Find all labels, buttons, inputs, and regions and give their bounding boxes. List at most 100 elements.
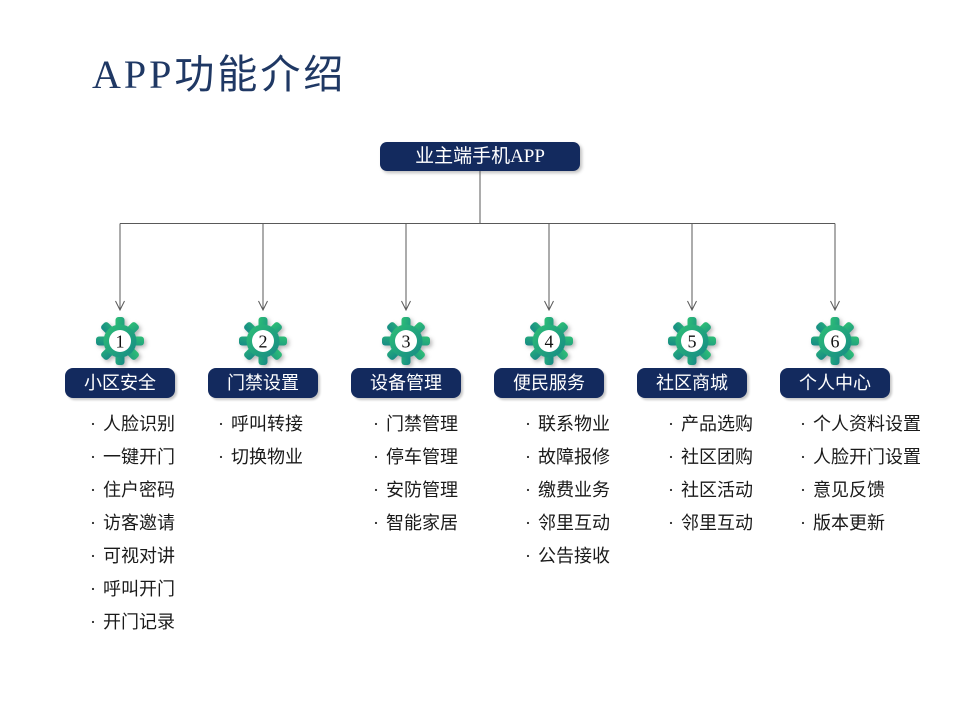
gear-icon: 1 — [96, 317, 144, 365]
feature-item: · 开门记录 — [90, 612, 175, 632]
bullet-dot: · — [525, 480, 531, 500]
slide-title: APP功能介绍 — [92, 52, 347, 97]
root-node-app: 业主端手机APP — [380, 142, 580, 171]
feature-list: ·联系物业·故障报修·缴费业务·邻里互动·公告接收 — [525, 414, 610, 579]
feature-item: · 停车管理 — [373, 447, 458, 467]
category-label: 设备管理 — [351, 368, 461, 398]
feature-item-label: 人脸开门设置 — [813, 447, 921, 467]
gear-icon-wrap: 3 — [351, 314, 461, 368]
feature-list: ·个人资料设置 ·人脸开门设置 · 意见反馈 · 版本更新 — [800, 414, 921, 546]
feature-item: · 产品选购 — [668, 414, 753, 434]
gear-icon: 4 — [525, 317, 573, 365]
gear-icon: 6 — [811, 317, 859, 365]
feature-item-label: 一键开门 — [103, 447, 175, 467]
gear-icon-wrap: 6 — [780, 314, 890, 368]
category-label: 个人中心 — [780, 368, 890, 398]
category-label: 便民服务 — [494, 368, 604, 398]
feature-item: ·人脸开门设置 — [800, 447, 921, 467]
gear-number: 4 — [545, 332, 554, 352]
feature-item: · 呼叫转接 — [218, 414, 303, 434]
feature-item-label: 公告接收 — [538, 546, 610, 566]
bullet-dot: · — [218, 414, 224, 434]
feature-column-3: 3 设备管理·门禁管理·停车管理·安防管理·智能家居 — [351, 314, 521, 546]
bullet-dot: · — [90, 414, 96, 434]
feature-list: ·产品选购·社区团购·社区活动·邻里互动 — [668, 414, 753, 546]
feature-item-label: 个人资料设置 — [813, 414, 921, 434]
bullet-dot: · — [90, 546, 96, 566]
gear-number: 6 — [831, 332, 840, 352]
feature-item-label: 呼叫转接 — [231, 414, 303, 434]
bullet-dot: · — [90, 447, 96, 467]
bullet-dot: · — [525, 447, 531, 467]
feature-item-label: 切换物业 — [231, 447, 303, 467]
gear-number: 2 — [259, 332, 268, 352]
feature-item: · 切换物业 — [218, 447, 303, 467]
feature-item-label: 缴费业务 — [538, 480, 610, 500]
feature-item-label: 住户密码 — [103, 480, 175, 500]
feature-item: · 访客邀请 — [90, 513, 175, 533]
bullet-dot: · — [525, 546, 531, 566]
feature-item-label: 停车管理 — [386, 447, 458, 467]
feature-column-2: 2 门禁设置·呼叫转接·切换物业 — [208, 314, 378, 480]
bullet-dot: · — [525, 414, 531, 434]
arrowhead-down — [258, 300, 268, 312]
feature-item-label: 社区团购 — [681, 447, 753, 467]
gear-icon-wrap: 2 — [208, 314, 318, 368]
feature-item-label: 智能家居 — [386, 513, 458, 533]
arrowhead-down — [687, 300, 697, 312]
gear-icon: 5 — [668, 317, 716, 365]
feature-list: · 呼叫转接 · 切换物业 — [218, 414, 303, 480]
gear-number: 5 — [688, 332, 697, 352]
gear-icon-wrap: 4 — [494, 314, 604, 368]
bullet-dot: · — [668, 480, 674, 500]
feature-item: · 缴费业务 — [525, 480, 610, 500]
bullet-dot: · — [525, 513, 531, 533]
feature-list: ·人脸识别·一键开门·住户密码·访客邀请·可视对讲·呼叫开门·开门记录 — [90, 414, 175, 645]
feature-item-label: 产品选购 — [681, 414, 753, 434]
feature-item-label: 开门记录 — [103, 612, 175, 632]
bullet-dot: · — [668, 447, 674, 467]
bullet-dot: · — [800, 480, 806, 500]
feature-item: ·故障报修 — [525, 447, 610, 467]
feature-item: · 公告接收 — [525, 546, 610, 566]
gear-number: 3 — [402, 332, 411, 352]
feature-item-label: 可视对讲 — [103, 546, 175, 566]
feature-item: ·安防管理 — [373, 480, 458, 500]
feature-item-label: 版本更新 — [813, 513, 885, 533]
feature-item: · 社区活动 — [668, 480, 753, 500]
feature-item: ·个人资料设置 — [800, 414, 921, 434]
feature-item: ·门禁管理 — [373, 414, 458, 434]
category-label: 社区商城 — [637, 368, 747, 398]
bullet-dot: · — [218, 447, 224, 467]
feature-item-label: 安防管理 — [386, 480, 458, 500]
arrowhead-down — [830, 300, 840, 312]
feature-item: · 联系物业 — [525, 414, 610, 434]
bullet-dot: · — [90, 579, 96, 599]
arrowhead-down — [544, 300, 554, 312]
bullet-dot: · — [668, 414, 674, 434]
gear-icon-wrap: 5 — [637, 314, 747, 368]
bullet-dot: · — [90, 612, 96, 632]
bullet-dot: · — [800, 513, 806, 533]
bullet-dot: · — [90, 513, 96, 533]
feature-item-label: 意见反馈 — [813, 480, 885, 500]
feature-item: · 邻里互动 — [525, 513, 610, 533]
feature-item-label: 呼叫开门 — [103, 579, 175, 599]
category-label: 小区安全 — [65, 368, 175, 398]
feature-item-label: 邻里互动 — [681, 513, 753, 533]
feature-item-label: 邻里互动 — [538, 513, 610, 533]
gear-icon-wrap: 1 — [65, 314, 175, 368]
arrowhead-down — [401, 300, 411, 312]
feature-item-label: 访客邀请 — [103, 513, 175, 533]
feature-item: ·智能家居 — [373, 513, 458, 533]
arrowhead-down — [115, 300, 125, 312]
feature-list: ·门禁管理·停车管理·安防管理·智能家居 — [373, 414, 458, 546]
bullet-dot: · — [373, 447, 379, 467]
feature-item-label: 社区活动 — [681, 480, 753, 500]
feature-item-label: 联系物业 — [538, 414, 610, 434]
feature-item: ·住户密码 — [90, 480, 175, 500]
feature-item: · 可视对讲 — [90, 546, 175, 566]
feature-item: · 呼叫开门 — [90, 579, 175, 599]
feature-column-1: 1 小区安全·人脸识别·一键开门·住户密码·访客邀请·可视对讲·呼叫开门·开门记… — [65, 314, 235, 645]
bullet-dot: · — [373, 414, 379, 434]
